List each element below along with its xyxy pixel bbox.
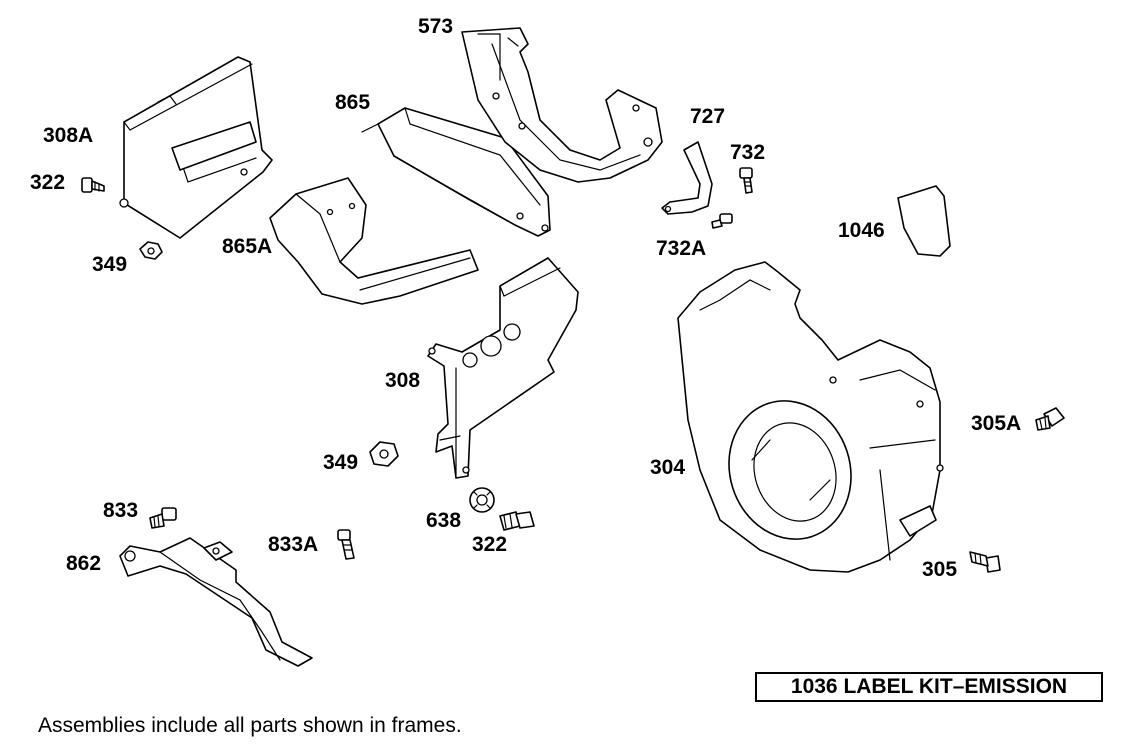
- callout-305: 305: [922, 558, 958, 581]
- callout-865: 865: [335, 91, 371, 114]
- callout-349-mid: 349: [323, 451, 359, 474]
- part-308-side-shield: [427, 257, 579, 479]
- part-732a-screw: [711, 213, 733, 229]
- part-1046-pad: [897, 185, 951, 257]
- part-305-bolt: [969, 551, 1001, 573]
- part-727-clip: [661, 141, 713, 215]
- callout-322-top: 322: [30, 171, 66, 194]
- label-kit-text: 1036 LABEL KIT–EMISSION: [790, 675, 1068, 698]
- callout-732a: 732A: [656, 237, 707, 260]
- callout-727: 727: [690, 105, 726, 128]
- callout-833: 833: [103, 499, 139, 522]
- part-304-blower-housing: [677, 261, 944, 573]
- part-732-screw: [739, 167, 753, 194]
- callout-349-top: 349: [92, 253, 128, 276]
- callout-304: 304: [650, 456, 686, 479]
- callout-573: 573: [418, 15, 454, 38]
- assemblies-footnote: Assemblies include all parts shown in fr…: [38, 714, 462, 737]
- callout-1046: 1046: [838, 219, 885, 242]
- part-349-nut-top: [139, 241, 163, 260]
- callout-865a: 865A: [222, 235, 273, 258]
- part-322-bolt-top: [81, 177, 105, 193]
- part-308a-shroud: [119, 56, 273, 239]
- callout-833a: 833A: [268, 533, 319, 556]
- callout-862: 862: [66, 552, 102, 575]
- callout-305a: 305A: [971, 412, 1022, 435]
- callout-638: 638: [426, 509, 462, 532]
- part-862-bracket: [119, 537, 313, 667]
- part-865-bracket: [361, 107, 551, 237]
- callout-322-bottom: 322: [472, 533, 508, 556]
- part-865a-shield: [269, 177, 479, 305]
- part-349-nut-mid: [369, 441, 399, 467]
- part-833-bolt: [149, 507, 177, 529]
- part-573-housing-back: [461, 27, 663, 183]
- part-305a-bolt: [1035, 407, 1065, 431]
- part-833a-screw: [337, 529, 355, 560]
- label-kit-frame: 1036 LABEL KIT–EMISSION: [755, 672, 1103, 702]
- callout-308: 308: [385, 369, 421, 392]
- callout-732: 732: [730, 141, 766, 164]
- part-322-bolt-bottom: [499, 511, 535, 531]
- callout-308a: 308A: [43, 124, 94, 147]
- part-638-washer: [469, 487, 495, 513]
